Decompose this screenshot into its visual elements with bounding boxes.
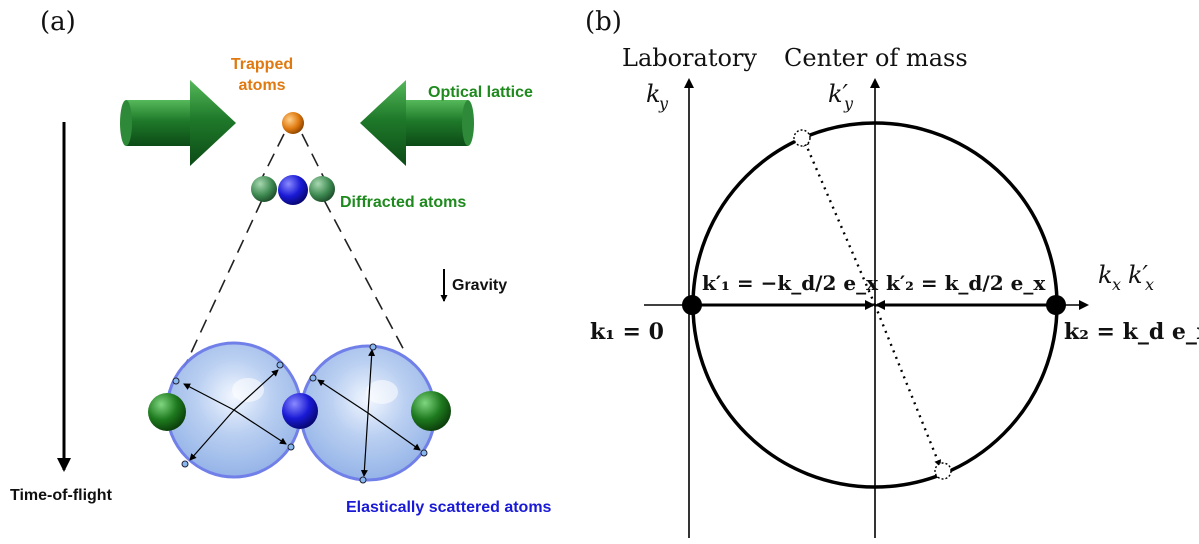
- k1-point: [682, 295, 702, 315]
- trapped-atom: [282, 112, 304, 134]
- center-of-mass-label: Center of mass: [784, 44, 968, 72]
- dashed-cone: [183, 133, 407, 369]
- k1-equation: k₁ = 0: [590, 319, 664, 345]
- time-of-flight-label: Time-of-flight: [10, 487, 113, 504]
- k2-equation: k₂ = k_d e_x: [1064, 319, 1199, 345]
- panel-b-tag: (b): [585, 7, 622, 37]
- scattered-atom-dots-left: [172, 361, 295, 468]
- outer-atom-right: [411, 391, 451, 431]
- svg-text:y: y: [658, 94, 669, 113]
- scattering-vectors-left: [183, 369, 287, 461]
- scattered-pair-vector-opposite: [873, 304, 942, 467]
- outer-atom-left: [148, 393, 186, 431]
- optical-lattice-label: Optical lattice: [428, 84, 533, 101]
- kyp-label: k′ y: [828, 80, 854, 113]
- trapped-atoms-label-line1: Trapped: [231, 56, 293, 73]
- ky-label: k y: [646, 80, 669, 113]
- svg-text:k: k: [1098, 261, 1113, 289]
- k2-point: [1046, 295, 1066, 315]
- svg-text:x: x: [1112, 275, 1121, 294]
- lattice-beam-right: [360, 80, 474, 166]
- diffracted-atoms-label: Diffracted atoms: [340, 194, 466, 211]
- laboratory-label: Laboratory: [622, 44, 757, 72]
- gravity-label: Gravity: [452, 277, 507, 294]
- panel-a-tag: (a): [40, 7, 76, 37]
- scattered-point-bottom: [934, 462, 952, 480]
- center-atom: [282, 393, 318, 429]
- kx-kxp-label: k x k′ x: [1098, 261, 1154, 294]
- scattered-pair-vector: [802, 139, 877, 306]
- k1p-equation: k′₁ = −k_d/2 e_x: [702, 271, 879, 295]
- svg-text:k′: k′: [1128, 261, 1149, 289]
- diffracted-atoms: [251, 175, 335, 205]
- svg-text:k: k: [646, 80, 661, 108]
- svg-text:k′: k′: [828, 80, 849, 108]
- scattered-point-top: [793, 129, 811, 147]
- k2p-equation: k′₂ = k_d/2 e_x: [886, 271, 1046, 295]
- scattering-vectors-right: [317, 349, 421, 477]
- svg-text:y: y: [843, 94, 854, 113]
- scattered-atom-dots-right: [309, 343, 428, 484]
- elastically-scattered-label: Elastically scattered atoms: [346, 499, 552, 516]
- svg-text:x: x: [1145, 275, 1154, 294]
- trapped-atoms-label-line2: atoms: [238, 77, 285, 94]
- lattice-beam-left: [120, 80, 236, 166]
